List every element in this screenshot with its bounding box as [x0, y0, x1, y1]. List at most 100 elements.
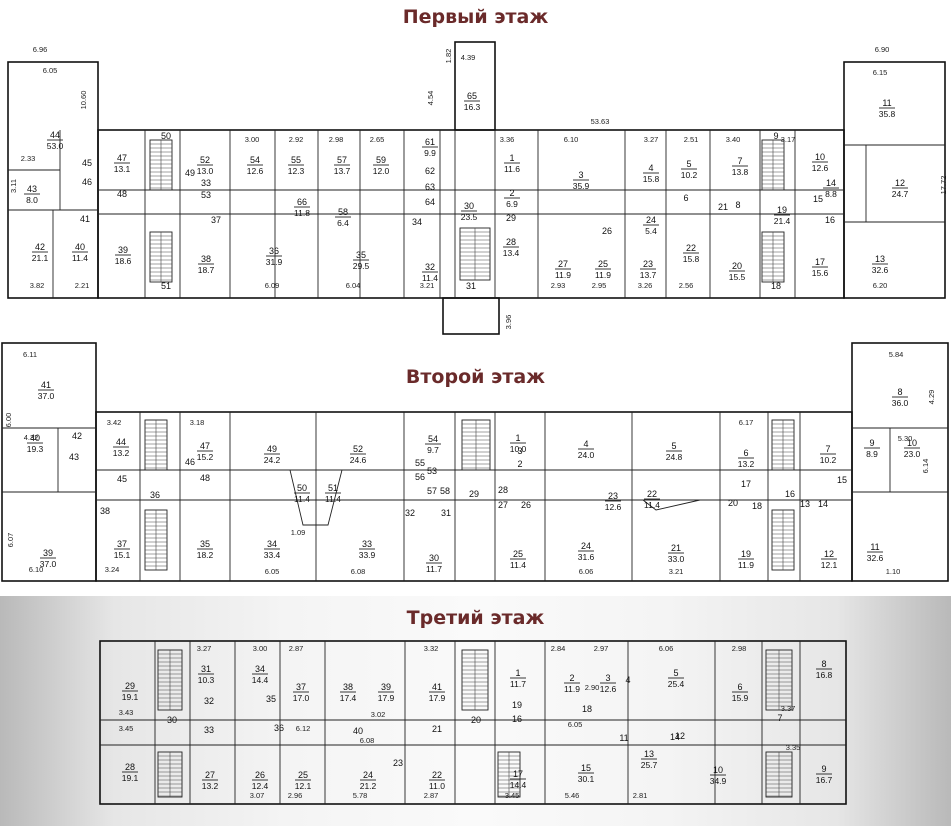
room-area: 11.9: [564, 684, 580, 694]
left-wing-wall: [1, 342, 97, 582]
room-area: 34.9: [710, 776, 727, 786]
room-number: 58: [338, 207, 348, 217]
minor-room-label: 18: [582, 704, 592, 714]
room-area: 12.3: [288, 166, 305, 176]
room-number: 36: [269, 246, 279, 256]
minor-room-label: 27: [498, 500, 508, 510]
room-area: 11.4: [325, 494, 341, 504]
room-area: 16.8: [816, 670, 833, 680]
room-area: 11.9: [595, 270, 611, 280]
room-number: 47: [117, 153, 127, 163]
room-area: 15.2: [197, 452, 214, 462]
room-number: 44: [116, 437, 126, 447]
room-area: 24.7: [892, 189, 909, 199]
room-area: 8.9: [866, 449, 878, 459]
minor-room-label: 46: [82, 177, 92, 187]
dimension-label: 6.11: [23, 350, 37, 359]
corridor-bend: [642, 499, 701, 511]
room-number: 43: [27, 184, 37, 194]
room-number: 52: [200, 155, 210, 165]
room-number: 1: [509, 153, 514, 163]
room-area: 18.6: [115, 256, 132, 266]
dimension-label: 4.54: [426, 91, 435, 106]
minor-room-label: 48: [200, 473, 210, 483]
room-number: 39: [381, 682, 391, 692]
room-area: 10.3: [198, 675, 215, 685]
minor-room-label: 32: [405, 508, 415, 518]
minor-room-label: 14: [818, 499, 828, 509]
room-number: 40: [75, 242, 85, 252]
dimension-label: 6.05: [265, 567, 280, 576]
room-area: 29.5: [353, 261, 370, 271]
room-area: 5.4: [645, 226, 657, 236]
dimension-label: 6.10: [564, 135, 579, 144]
room-area: 12.0: [373, 166, 390, 176]
dimension-label: 6.12: [296, 724, 311, 733]
dimension-label: 6.07: [6, 533, 15, 548]
stair-icon: [765, 649, 793, 711]
dimension-label: 3.37: [781, 704, 796, 713]
room-number: 50: [297, 483, 307, 493]
room-number: 21: [671, 543, 681, 553]
minor-room-label: 55: [415, 458, 425, 468]
minor-room-label: 17: [741, 479, 751, 489]
minor-room-label: 36: [274, 723, 284, 733]
minor-room-label: 18: [771, 281, 781, 291]
room-area: 21.2: [360, 781, 377, 791]
room-number: 17: [513, 769, 523, 779]
stair-icon: [459, 227, 491, 281]
dimension-label: 3.21: [669, 567, 684, 576]
dimension-label: 5.46: [565, 791, 580, 800]
room-area: 15.8: [643, 174, 660, 184]
room-number: 59: [376, 155, 386, 165]
room-number: 29: [125, 681, 135, 691]
third-floor-title: Третий этаж: [406, 607, 545, 629]
room-area: 31.9: [266, 257, 283, 267]
dimension-label: 10.60: [79, 91, 88, 110]
room-area: 12.1: [821, 560, 838, 570]
room-area: 23.0: [904, 449, 921, 459]
minor-room-label: 4: [625, 675, 630, 685]
room-number: 3: [578, 170, 583, 180]
room-area: 12.4: [252, 781, 269, 791]
minor-room-label: 63: [425, 182, 435, 192]
stair-icon: [157, 751, 183, 798]
room-number: 47: [200, 441, 210, 451]
room-area: 15.9: [732, 693, 749, 703]
minor-room-label: 2: [517, 459, 522, 469]
room-area: 19.1: [122, 692, 139, 702]
room-area: 11.4: [294, 494, 310, 504]
room-number: 9: [821, 764, 826, 774]
room-number: 9: [869, 438, 874, 448]
dimension-label: 6.00: [4, 413, 13, 428]
minor-room-label: 45: [117, 474, 127, 484]
room-area: 25.7: [641, 760, 658, 770]
room-number: 27: [558, 259, 568, 269]
dimension-label: 5.84: [889, 350, 904, 359]
room-area: 11.7: [426, 564, 442, 574]
room-number: 1: [515, 433, 520, 443]
room-area: 12.6: [600, 684, 617, 694]
dimension-label: 53.63: [591, 117, 610, 126]
room-number: 37: [117, 539, 127, 549]
dimension-label: 6.17: [739, 418, 754, 427]
minor-room-label: 43: [69, 452, 79, 462]
minor-room-label: 15: [837, 475, 847, 485]
dimension-label: 17.72: [939, 176, 948, 195]
room-area: 6.9: [506, 199, 518, 209]
room-number: 65: [467, 91, 477, 101]
room-number: 10: [907, 438, 917, 448]
room-number: 6: [737, 682, 742, 692]
room-number: 8: [897, 387, 902, 397]
minor-room-label: 7: [777, 713, 782, 723]
room-area: 11.9: [738, 560, 754, 570]
room-number: 30: [464, 201, 474, 211]
room-area: 17.9: [378, 693, 395, 703]
room-number: 35: [200, 539, 210, 549]
room-area: 13.2: [202, 781, 219, 791]
room-area: 12.6: [812, 163, 829, 173]
room-number: 8: [821, 659, 826, 669]
minor-room-label: 40: [353, 726, 363, 736]
minor-room-label: 57: [427, 486, 437, 496]
dimension-label: 2.21: [75, 281, 90, 290]
